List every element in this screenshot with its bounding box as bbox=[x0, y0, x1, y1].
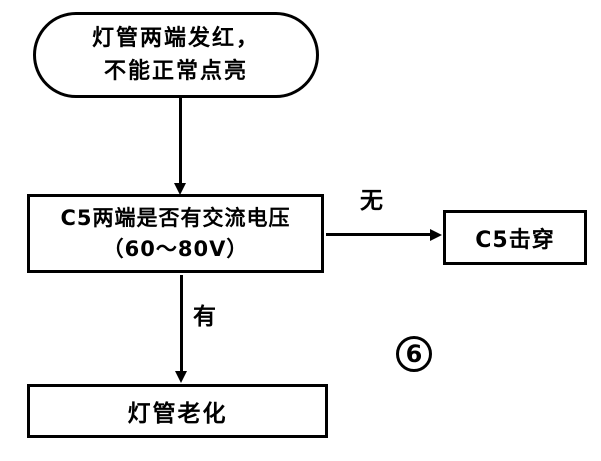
decision-node-line2: （60～80V） bbox=[102, 236, 249, 261]
figure-number: 6 bbox=[405, 340, 423, 368]
branch-label-no: 无 bbox=[360, 188, 383, 214]
start-node-line2: 不能正常点亮 bbox=[103, 59, 248, 84]
connector-start-to-decision bbox=[179, 97, 182, 185]
no-result-node: C5击穿 bbox=[443, 210, 587, 265]
start-node: 灯管两端发红， 不能正常点亮 bbox=[33, 12, 319, 98]
branch-label-yes: 有 bbox=[193, 304, 216, 330]
connector-decision-to-yes-result bbox=[180, 275, 183, 373]
decision-node-line1: C5两端是否有交流电压 bbox=[60, 205, 291, 230]
arrowhead-down-icon bbox=[174, 183, 186, 195]
yes-result-node: 灯管老化 bbox=[27, 384, 328, 438]
arrowhead-right-icon bbox=[430, 229, 442, 241]
arrowhead-down-icon bbox=[175, 371, 187, 383]
connector-decision-to-no-result bbox=[326, 233, 434, 236]
start-node-line1: 灯管两端发红， bbox=[91, 26, 260, 51]
figure-number-badge: 6 bbox=[396, 336, 432, 372]
decision-node: C5两端是否有交流电压 （60～80V） bbox=[27, 194, 324, 273]
yes-result-label: 灯管老化 bbox=[127, 401, 228, 427]
no-result-label: C5击穿 bbox=[475, 227, 555, 253]
